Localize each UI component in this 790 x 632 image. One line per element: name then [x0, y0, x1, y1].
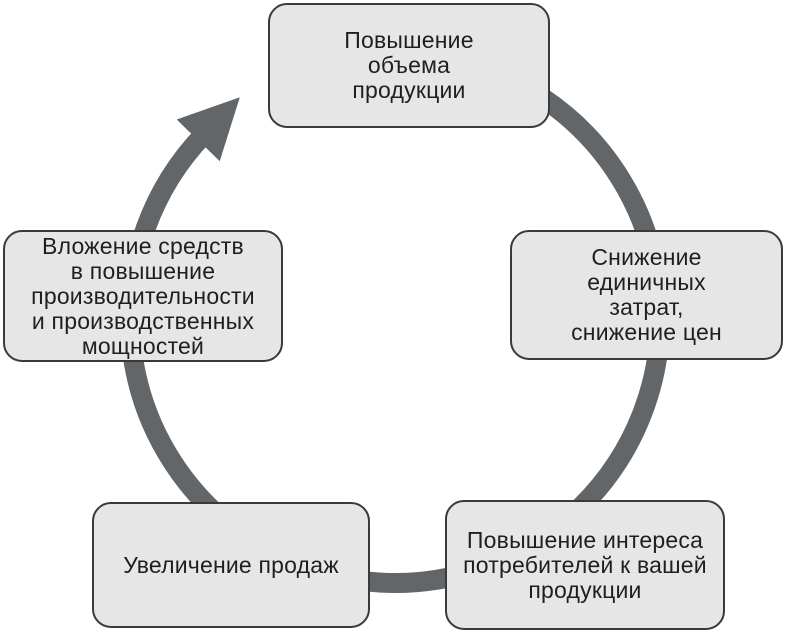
node-sales-increase: Увеличение продаж — [92, 502, 370, 628]
node-investment: Вложение средств в повышение производите… — [3, 230, 283, 362]
node-label: Увеличение продаж — [123, 551, 339, 578]
node-label: Снижение единичных затрат, снижение цен — [571, 244, 722, 345]
node-consumer-interest: Повышение интереса потребителей к вашей … — [445, 500, 725, 630]
node-label: Вложение средств в повышение производите… — [31, 232, 255, 359]
node-label: Повышение интереса потребителей к вашей … — [463, 526, 707, 603]
node-output-increase: Повышение объема продукции — [268, 3, 550, 128]
node-label: Повышение объема продукции — [344, 27, 474, 103]
node-cost-reduction: Снижение единичных затрат, снижение цен — [510, 230, 783, 360]
